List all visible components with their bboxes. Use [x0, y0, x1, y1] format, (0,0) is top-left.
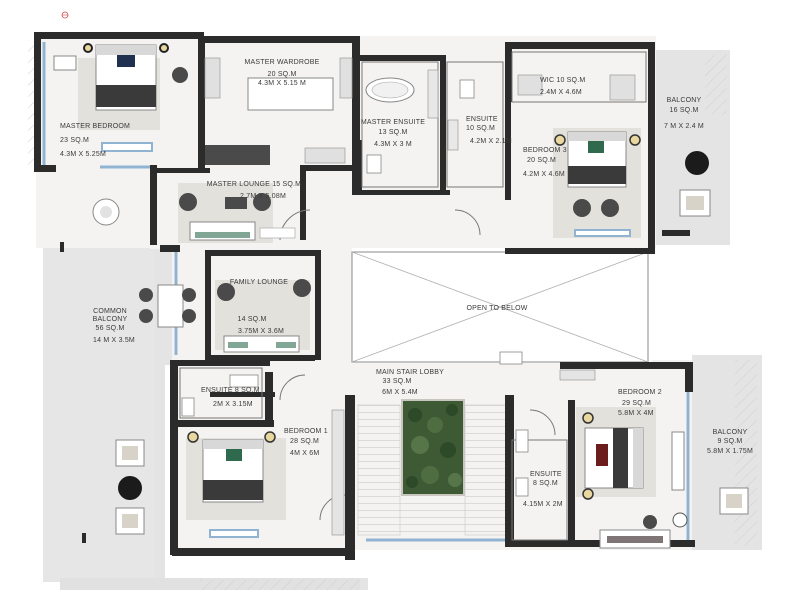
ensuite-small-name: ENSUITE 8 SQ.M — [201, 387, 260, 394]
master-bed — [83, 43, 169, 152]
wic-dims: 2.4M X 4.6M — [540, 89, 582, 96]
open-to-below — [351, 251, 649, 363]
main-stair-lobby-area: 33 SQ.M — [382, 378, 412, 385]
master-bedroom-dims: 4.3M X 5.25M — [60, 151, 106, 158]
ensuite-top-dims: 4.2M X 2.1M — [470, 138, 512, 145]
bedroom-1-name: BEDROOM 1 — [284, 428, 328, 435]
bedroom-1-area: 28 SQ.M — [290, 438, 320, 445]
master-wardrobe-name: MASTER WARDROBE — [244, 59, 320, 66]
furniture — [53, 43, 749, 549]
master-ensuite-dims: 4.3M X 3 M — [374, 141, 412, 148]
family-lounge-name: FAMILY LOUNGE — [229, 279, 289, 286]
master-wardrobe-dims: 4.3M X 5.15 M — [257, 80, 307, 87]
balcony-top-area: 16 SQ.M — [669, 107, 699, 114]
master-bedroom-area: 23 SQ.M — [60, 137, 90, 144]
master-bedroom-name: MASTER BEDROOM — [60, 123, 131, 130]
ensuite-small-dims: 2M X 3.15M — [213, 401, 253, 408]
bedroom-3-area: 20 SQ.M — [527, 157, 557, 164]
balcony-top-dims: 7 M X 2.4 M — [664, 123, 704, 130]
balcony-right-area: 9 SQ.M — [717, 438, 743, 445]
bedroom-3-dims: 4.2M X 4.6M — [523, 171, 565, 178]
wic-name: WIC 10 SQ.M — [540, 77, 586, 84]
bedroom-1-bed — [187, 431, 276, 538]
bedroom-2-area: 29 SQ.M — [622, 400, 652, 407]
common-balcony-name-2: BALCONY — [92, 316, 128, 323]
open-to-below-label: OPEN TO BELOW — [466, 305, 528, 312]
bedroom-3-bed — [554, 131, 641, 237]
bedroom-2-dims: 5.8M X 4M — [618, 410, 654, 417]
compass-mark — [61, 11, 69, 19]
bedroom-1-dims: 4M X 6M — [290, 450, 320, 457]
common-balcony-area: 56 SQ.M — [95, 325, 125, 332]
ensuite-right-area: 8 SQ.M — [533, 480, 558, 487]
ensuite-right-dims: 4.15M X 2M — [523, 501, 563, 508]
master-lounge-dims: 2.7M X 5.08M — [240, 193, 286, 200]
master-lounge-name: MASTER LOUNGE 15 SQ.M — [206, 181, 302, 188]
bedroom-2-bed — [582, 412, 644, 500]
bedroom-3-name: BEDROOM 3 — [523, 147, 567, 154]
main-stair — [357, 399, 508, 536]
master-wardrobe-area: 20 SQ.M — [267, 71, 297, 78]
bedroom-2-name: BEDROOM 2 — [618, 389, 662, 396]
master-ensuite-name: MASTER ENSUITE — [360, 119, 426, 126]
ensuite-top-area: 10 SQ.M — [466, 125, 496, 132]
partitions — [179, 51, 647, 541]
main-stair-lobby-name: MAIN STAIR LOBBY — [375, 369, 445, 376]
walls — [34, 32, 695, 560]
family-lounge-area: 14 SQ.M — [237, 316, 267, 323]
balcony-top-name: BALCONY — [666, 97, 702, 104]
ensuite-right-name: ENSUITE — [530, 471, 562, 478]
balcony-right-name: BALCONY — [712, 429, 748, 436]
main-stair-lobby-dims: 6M X 5.4M — [382, 389, 418, 396]
common-balcony-dims: 14 M X 3.5M — [93, 337, 135, 344]
common-balcony-name-1: COMMON — [93, 308, 127, 315]
ensuite-top-name: ENSUITE — [466, 116, 498, 123]
master-ensuite-area: 13 SQ.M — [378, 129, 408, 136]
family-lounge-dims: 3.75M X 3.6M — [238, 328, 284, 335]
balcony-right-dims: 5.8M X 1.75M — [707, 448, 753, 455]
